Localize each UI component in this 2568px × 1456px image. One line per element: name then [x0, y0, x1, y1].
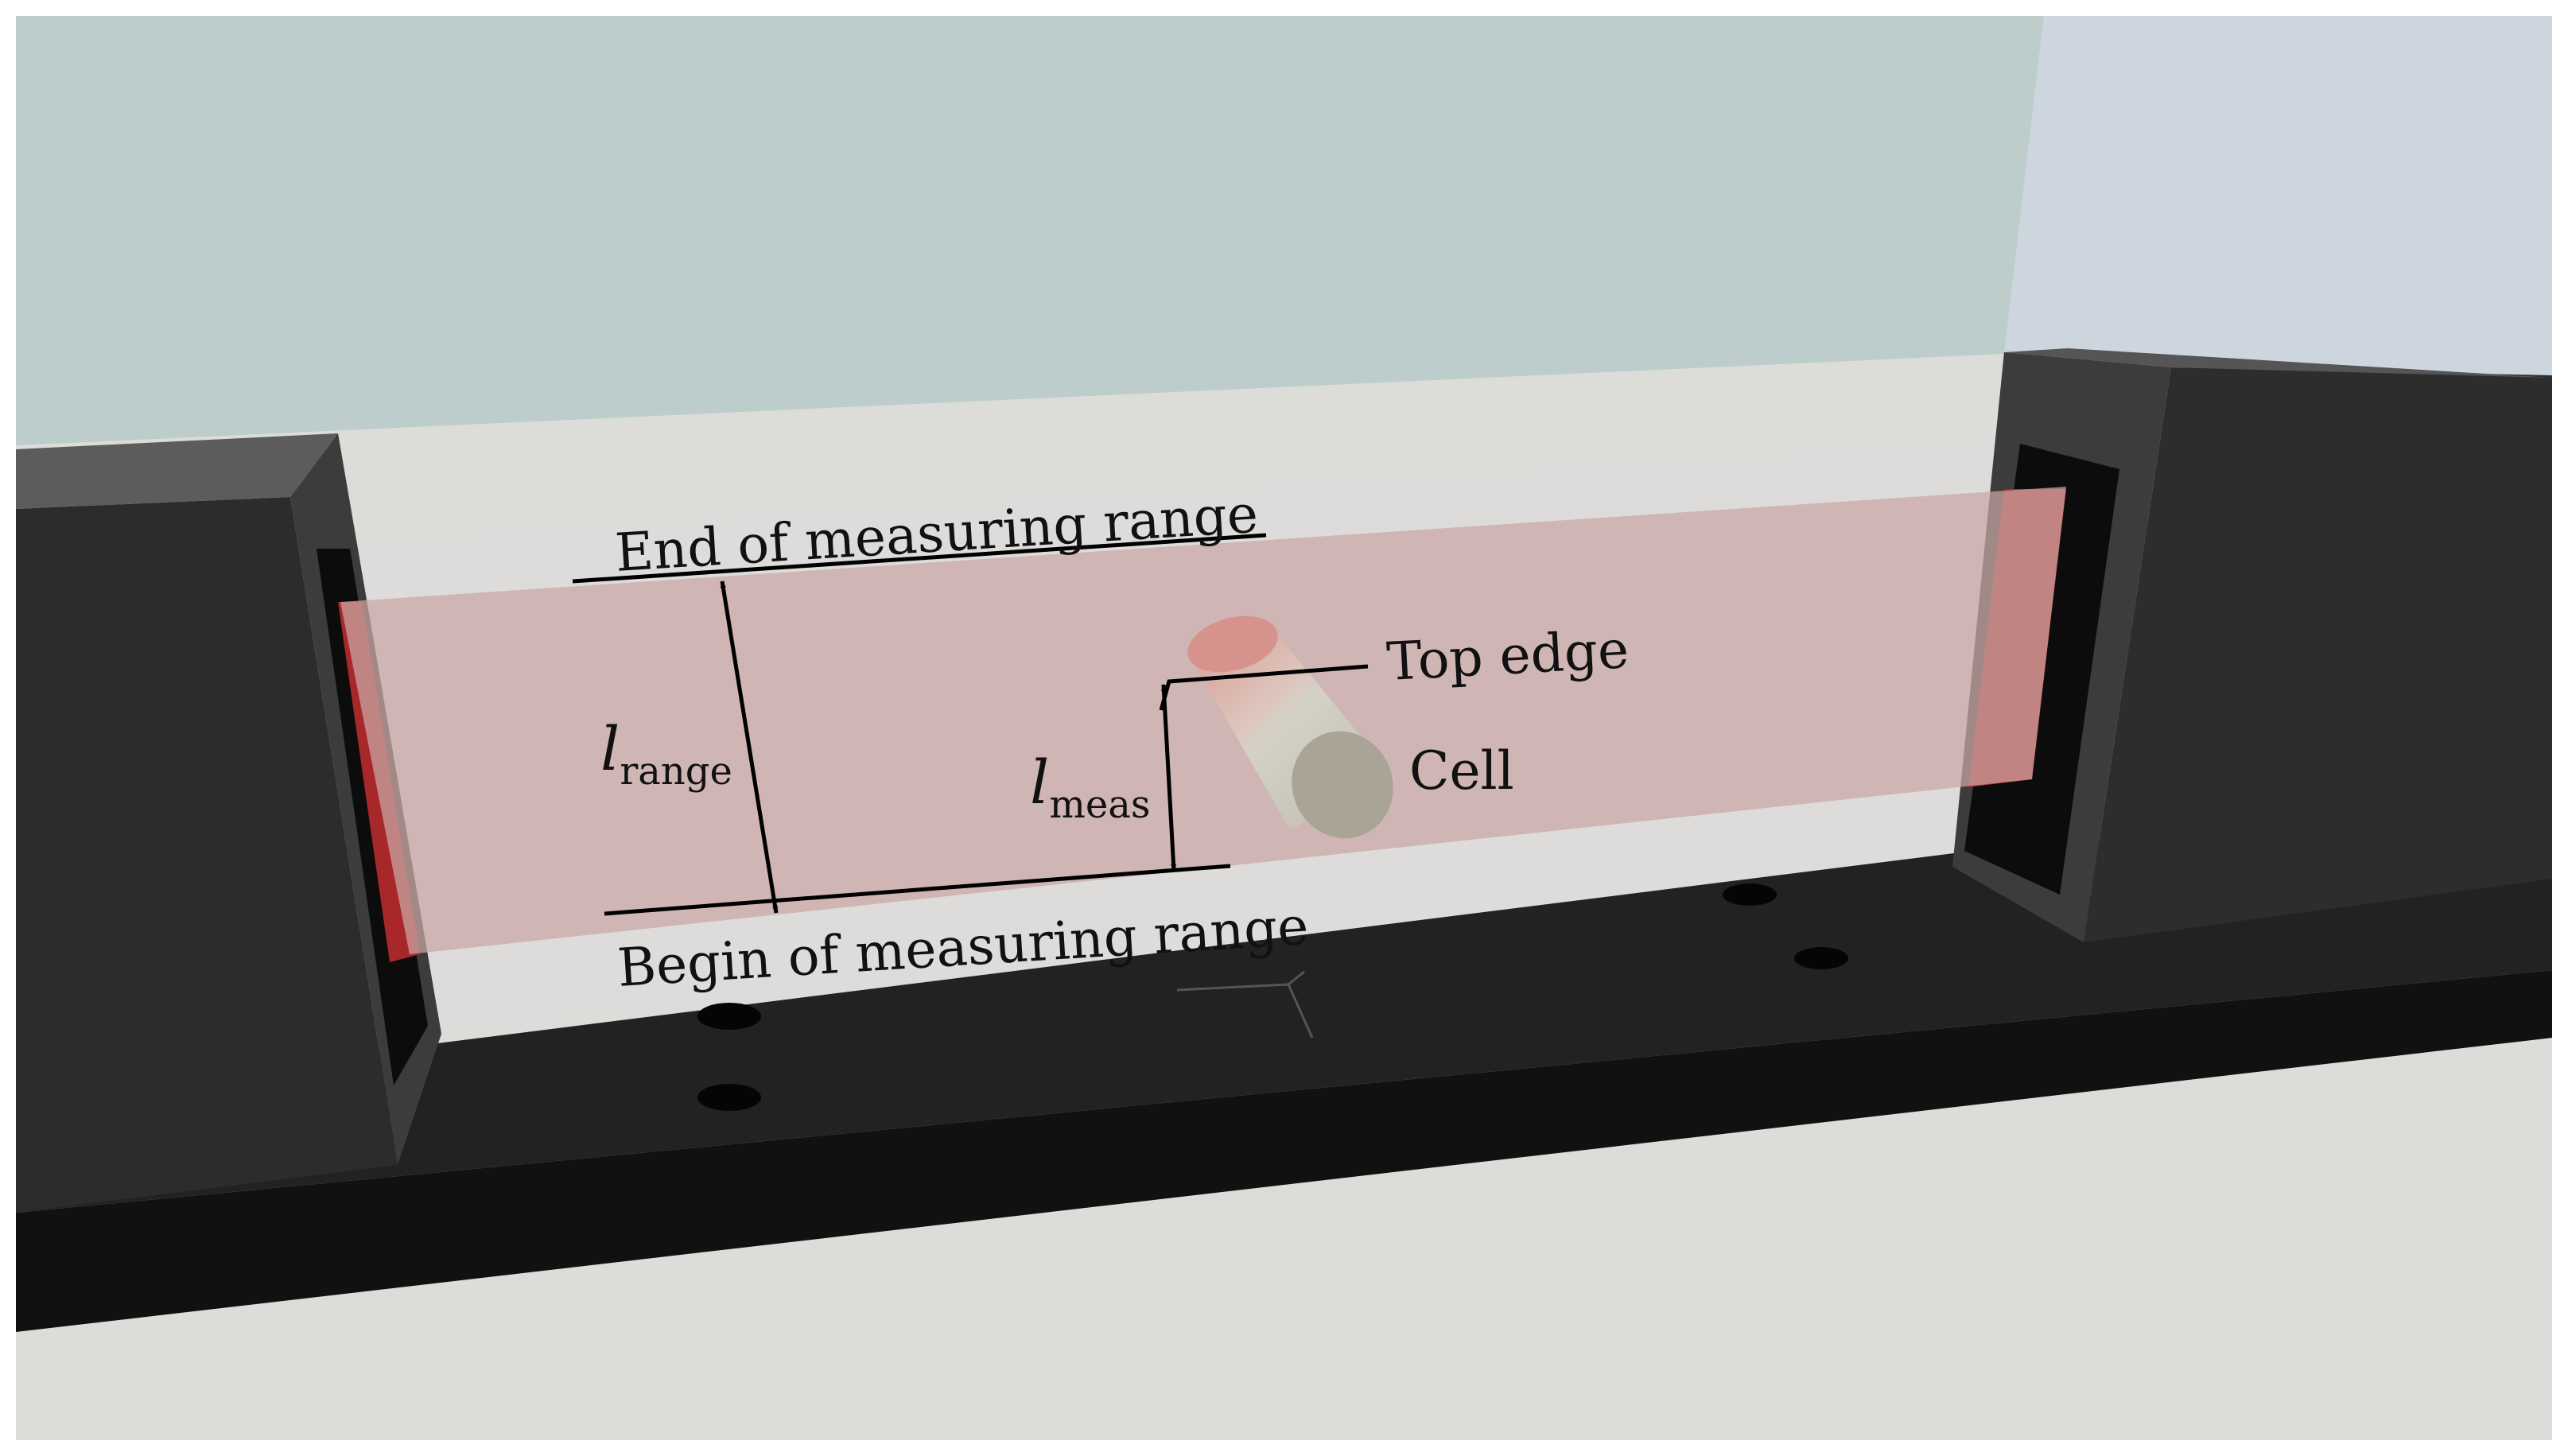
- l-range-subscript: range: [620, 749, 732, 794]
- cell: [1187, 615, 1396, 839]
- l-range-symbol: l: [600, 713, 620, 784]
- end-range-line: [572, 533, 1267, 584]
- l-meas-symbol: l: [1030, 747, 1049, 817]
- l-range-arrow: [720, 580, 779, 914]
- axis-marker: [1176, 970, 1314, 1039]
- right-back-wall: [2004, 16, 2552, 378]
- right-housing-top: [2004, 348, 2552, 378]
- cell-cap: [1292, 731, 1393, 839]
- back-wall: [16, 16, 2044, 445]
- mount-hole: [1723, 883, 1777, 906]
- left-housing-front: [16, 497, 398, 1213]
- cell-top-end: [1187, 615, 1278, 673]
- top-edge-label: Top edge: [1385, 619, 1630, 693]
- mounting-base-top: [16, 839, 2552, 1213]
- mounting-base-front: [16, 970, 2552, 1332]
- begin-range-line: [604, 864, 1231, 916]
- mount-hole: [697, 1003, 761, 1030]
- mount-hole: [1794, 947, 1848, 969]
- l-meas-label: lmeas: [1030, 747, 1150, 827]
- l-meas-arrow: [1160, 684, 1177, 872]
- mount-hole: [697, 1084, 761, 1111]
- cell-label: Cell: [1409, 740, 1514, 802]
- right-housing-front: [2084, 367, 2552, 942]
- l-meas-subscript: meas: [1049, 782, 1150, 827]
- left-housing-top: [16, 433, 338, 509]
- l-range-label: lrange: [600, 713, 732, 794]
